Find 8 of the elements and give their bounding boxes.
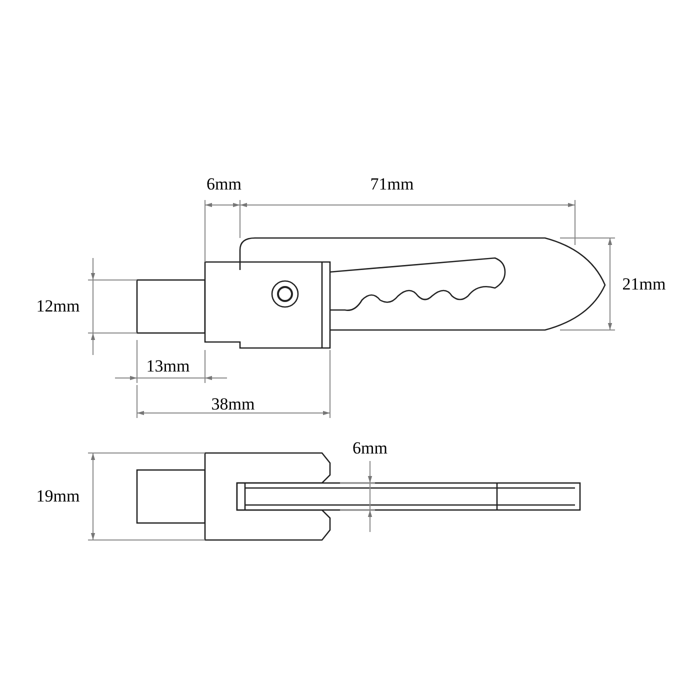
dimension-label: 13mm xyxy=(146,358,190,374)
dimension-label: 6mm xyxy=(206,176,242,192)
dimension-label: 6mm xyxy=(352,440,388,456)
dimension-label: 12mm xyxy=(36,298,80,314)
dimension-label: 21mm xyxy=(622,276,666,292)
dimension-label: 38mm xyxy=(211,396,255,412)
dimension-label: 71mm xyxy=(370,176,414,192)
dimension-label: 19mm xyxy=(36,488,80,504)
